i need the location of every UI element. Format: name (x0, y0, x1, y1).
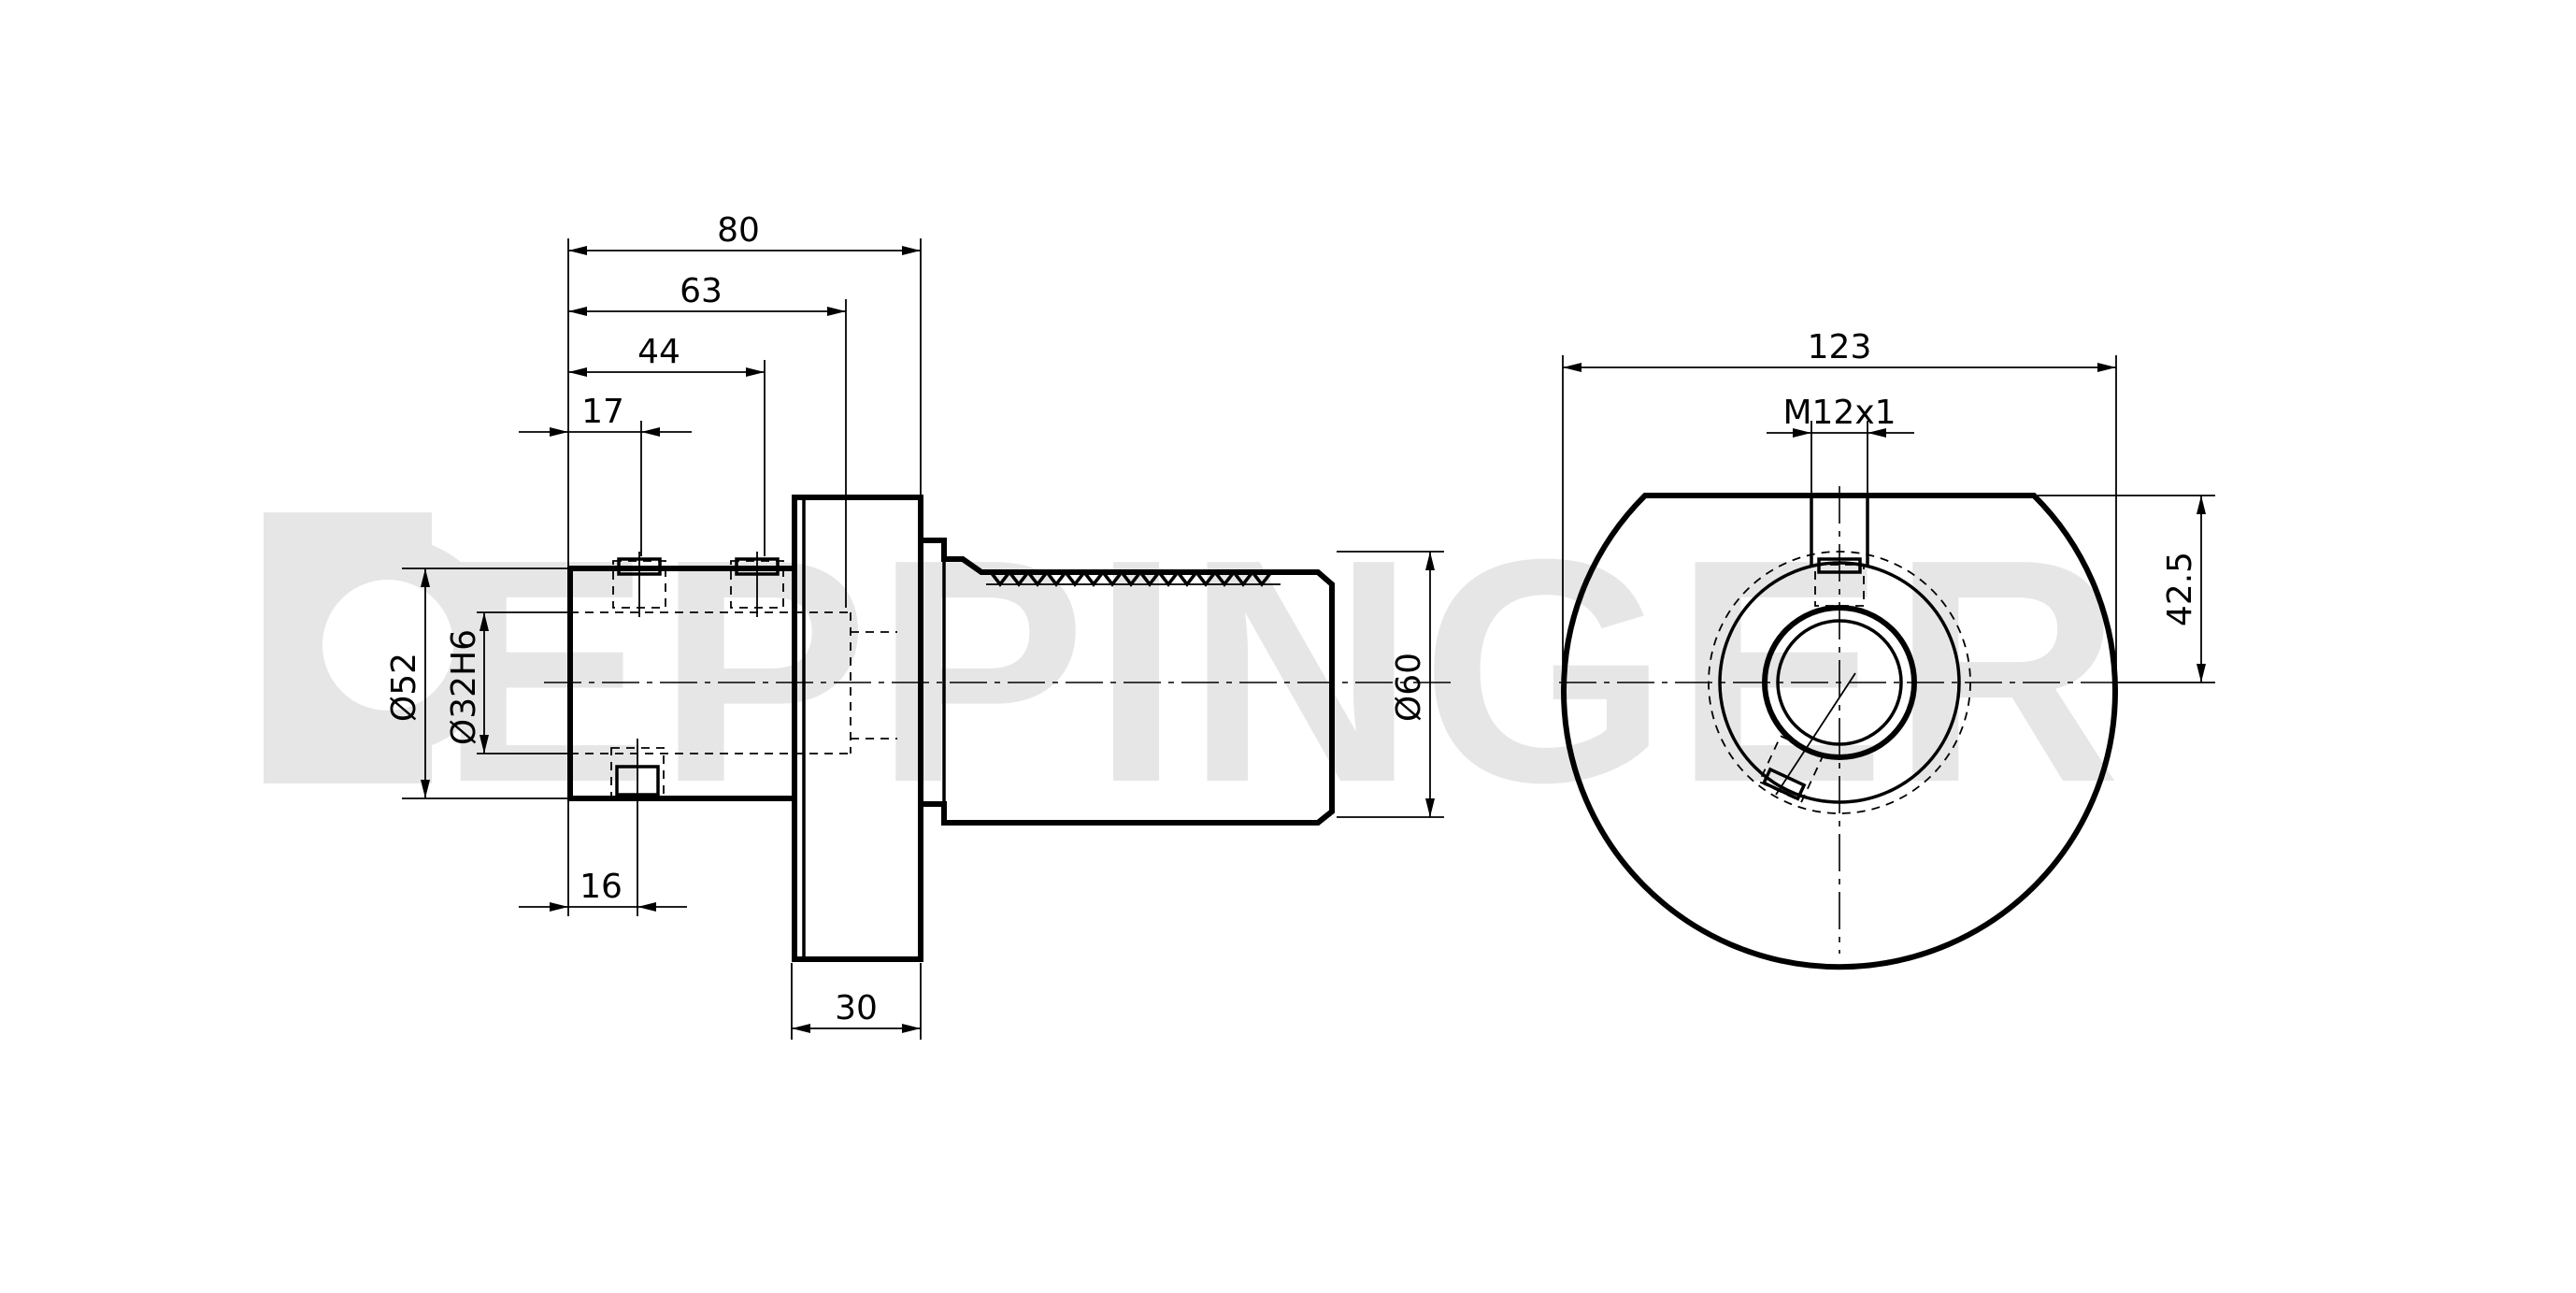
dim-17: 17 (581, 393, 624, 431)
bore-hidden-lines (570, 611, 897, 754)
dim-thread: M12x1 (1782, 394, 1896, 432)
thread-hole (1810, 497, 1869, 607)
dim-123: 123 (1808, 328, 1872, 366)
set-screw-1 (612, 552, 666, 617)
dim-42-5: 42.5 (2161, 552, 2199, 626)
bore-circle (1762, 605, 1917, 760)
front-outer-body (1561, 493, 2118, 970)
hidden-circle-outer (1708, 551, 1971, 814)
dim-dia60: Ø60 (1390, 653, 1428, 722)
side-extension-lines (402, 238, 1444, 1040)
bore-inner-circle (1776, 619, 1903, 746)
screw-axis-line (1775, 672, 1856, 796)
dim-44: 44 (637, 333, 680, 371)
dim-30: 30 (835, 989, 878, 1027)
watermark: EPPINGER (264, 494, 2126, 849)
dim-63: 63 (680, 272, 723, 310)
flange (792, 495, 923, 962)
dim-dia32: Ø32H6 (445, 629, 483, 745)
dim-16: 16 (580, 868, 623, 906)
set-screw-3 (610, 739, 665, 806)
dim-dia52: Ø52 (385, 653, 423, 722)
front-view: 123 M12x1 42.5 (1559, 328, 2215, 970)
dim-80: 80 (717, 211, 760, 250)
watermark-text: EPPINGER (439, 494, 2126, 849)
front-extension-lines (1562, 355, 2215, 683)
serration-teeth (989, 569, 1281, 587)
side-view: 80 63 44 17 16 30 Ø52 Ø32H6 Ø60 (385, 211, 1458, 1040)
shank (921, 538, 1335, 826)
set-screw-2 (730, 552, 784, 617)
flange-circle (1718, 561, 1961, 804)
